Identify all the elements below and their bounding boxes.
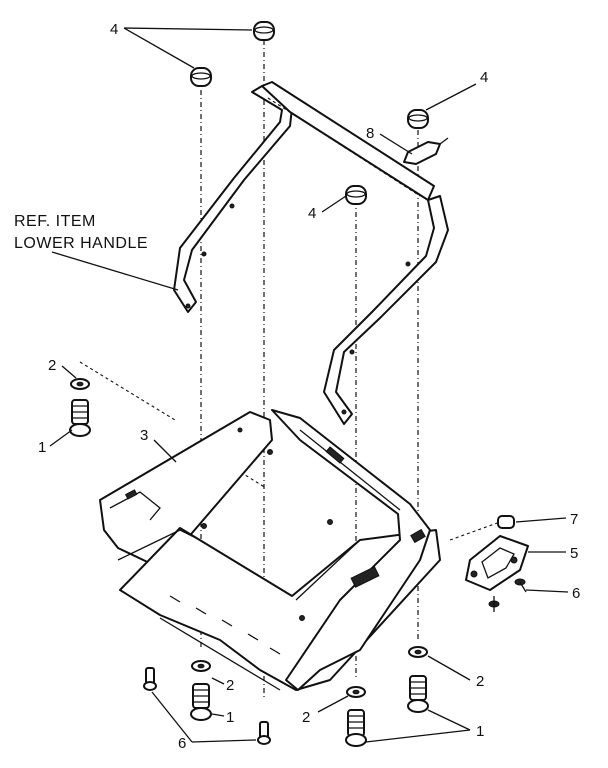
callout-3: 3 [140, 427, 148, 444]
callout-1-bottom-left: 1 [226, 709, 234, 726]
reference-note-line-1: REF. ITEM [14, 213, 96, 230]
callout-8: 8 [366, 125, 374, 142]
screw-6-bottom-left [143, 667, 157, 691]
bolt-1-left [69, 399, 91, 437]
reference-note-line-2: LOWER HANDLE [14, 235, 148, 252]
callout-7: 7 [570, 511, 578, 528]
leader-lines [49, 27, 569, 743]
screw-6-bracket-bottom [488, 596, 500, 612]
screw-6-right [514, 578, 527, 593]
callout-1-left: 1 [38, 439, 46, 456]
callout-4-right: 4 [480, 69, 488, 86]
callout-2-bottom-left: 2 [226, 677, 234, 694]
callout-4-top: 4 [110, 21, 118, 38]
clip-8 [403, 137, 449, 165]
callout-6-right: 6 [572, 585, 580, 602]
washer-2-left [70, 378, 90, 390]
callout-6-bottom: 6 [178, 735, 186, 752]
screw-6-bottom-center [257, 721, 271, 745]
callout-2-bottom-mid: 2 [302, 709, 310, 726]
callout-2-bottom-right: 2 [476, 673, 484, 690]
nut-7 [497, 515, 515, 529]
bracket-5 [465, 535, 529, 591]
knob-4-top [253, 21, 275, 41]
lower-handle [173, 81, 449, 425]
washer-2-bottom-right [408, 646, 428, 658]
bolt-1-bottom-mid [345, 709, 367, 747]
callout-1-bottom-right: 1 [476, 723, 484, 740]
knob-4-left [190, 67, 212, 87]
washer-2-bottom-left [191, 660, 211, 672]
callout-2-left: 2 [48, 357, 56, 374]
knob-4-right [407, 109, 429, 129]
knob-4-mid [345, 185, 367, 205]
callout-4-mid: 4 [308, 205, 316, 222]
bolt-1-bottom-left [190, 683, 212, 721]
chassis-plate-3 [99, 409, 441, 691]
bolt-1-bottom-right [407, 675, 429, 713]
callout-5: 5 [570, 545, 578, 562]
washer-2-bottom-mid [346, 686, 366, 698]
